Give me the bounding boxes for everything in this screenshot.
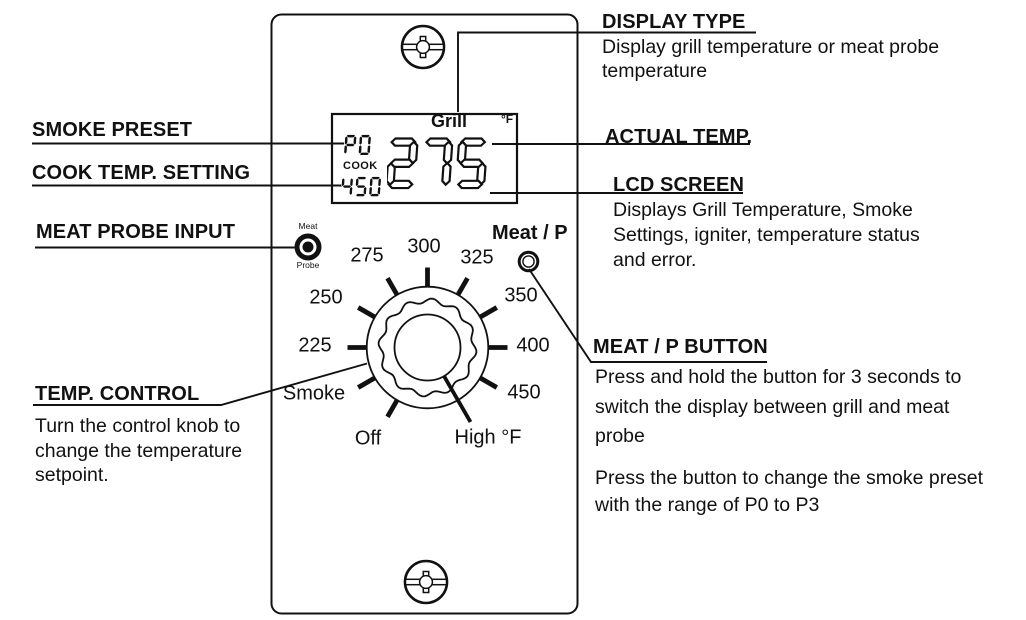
probe-jack-bottom-label: Probe <box>296 260 320 270</box>
lcd-cook-label: COOK <box>343 160 378 172</box>
knob-label-350: 350 <box>504 284 538 307</box>
meat-p-button-label: Meat / P <box>492 222 568 244</box>
phillips-screw-icon <box>403 559 449 605</box>
phillips-screw-icon <box>400 24 446 70</box>
leader-temp-control <box>33 362 368 406</box>
smoke-preset-display <box>343 134 372 156</box>
meat-probe-jack-icon <box>294 233 322 261</box>
callout-lcd-screen-desc: Displays Grill Temperature, Smoke Settin… <box>613 199 920 271</box>
knob-label-high: High °F <box>454 426 522 449</box>
callout-temp-control-title: TEMP. CONTROL <box>35 383 200 405</box>
callout-smoke-preset-title: SMOKE PRESET <box>32 119 193 141</box>
callout-meat-probe-title: MEAT PROBE INPUT <box>36 221 236 243</box>
knob-label-250: 250 <box>309 286 343 309</box>
callout-meat-p-button-desc2: Press the button to change the smoke pre… <box>595 467 984 516</box>
callout-cook-temp-title: COOK TEMP. SETTING <box>32 162 251 184</box>
rotary-knob-icon <box>347 267 508 423</box>
lcd-unit-label: °F <box>501 112 514 126</box>
knob-label-275: 275 <box>350 244 384 267</box>
callout-meat-p-button-title: MEAT / P BUTTON <box>593 336 768 358</box>
knob-label-300: 300 <box>407 235 441 258</box>
callout-display-type-title: DISPLAY TYPE <box>602 11 746 33</box>
knob-label-smoke: Smoke <box>282 382 346 405</box>
leader-meat-p-button <box>528 268 767 363</box>
probe-jack-top-label: Meat <box>298 221 318 231</box>
knob-label-225: 225 <box>298 334 332 357</box>
callout-display-type-desc: Display grill temperature or meat probe … <box>602 36 940 82</box>
cook-temp-display <box>341 176 382 197</box>
knob-label-450: 450 <box>507 381 541 404</box>
knob-label-325: 325 <box>460 246 494 269</box>
knob-label-off: Off <box>354 427 382 450</box>
lcd-display-type-label: Grill <box>430 111 468 131</box>
round-button-icon <box>517 250 540 273</box>
leader-display-type <box>457 31 756 112</box>
actual-temp-display <box>385 137 490 190</box>
callout-meat-p-button-desc1: Press and hold the button for 3 seconds … <box>595 366 962 447</box>
leader-lines <box>32 31 767 406</box>
callout-lcd-screen-title: LCD SCREEN <box>613 174 745 196</box>
callout-actual-temp-title: ACTUAL TEMP. <box>605 126 753 148</box>
callout-temp-control-desc: Turn the control knob to change the temp… <box>35 415 243 486</box>
knob-label-400: 400 <box>516 334 550 357</box>
